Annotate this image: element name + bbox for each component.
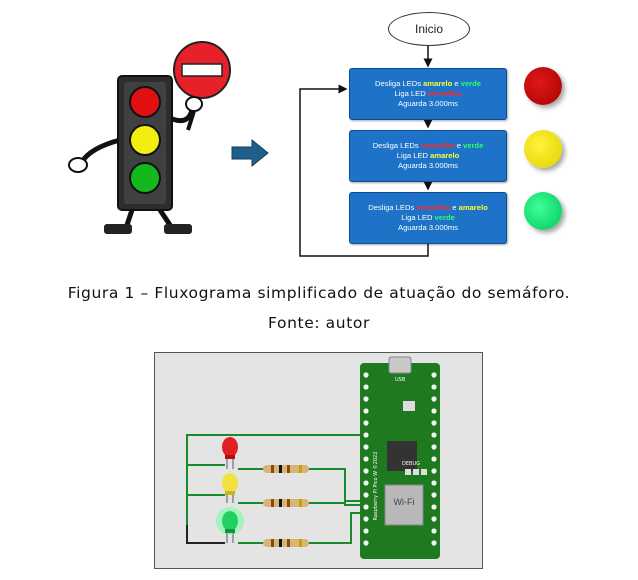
circuit-wiring [186, 356, 440, 559]
debug-label: DEBUG [402, 461, 420, 467]
board-name-label: Raspberry Pi Pico W ©2022 [373, 451, 379, 521]
flow-step-2: Desliga LEDs vermelho e verde Liga LED a… [349, 130, 507, 182]
green-light-indicator [524, 192, 562, 230]
led-red [222, 437, 238, 469]
figure-caption: Figura 1 – Fluxograma simplificado de at… [67, 284, 571, 302]
start-label: Inicio [414, 22, 443, 36]
step-2-line-2: Liga LED amarelo [396, 151, 460, 160]
red-light-indicator [524, 67, 562, 105]
led-green [216, 507, 244, 543]
circuit-simulation: Wi-Fi DEBUG USB Raspberry Pi Pico W ©202… [154, 352, 483, 569]
yellow-light-indicator [524, 130, 562, 168]
step-1-line-1: Desliga LEDs amarelo e verde [375, 79, 481, 88]
step-1-line-2: Liga LED vermelho [394, 89, 462, 98]
flowchart-start: Inicio [388, 12, 470, 46]
step-3-line-3: Aguarda 3.000ms [398, 223, 458, 232]
right-arrow-icon [231, 138, 269, 168]
step-2-line-1: Desliga LEDs vermelho e verde [372, 141, 484, 150]
pico-board [360, 356, 440, 559]
usb-label: USB [395, 377, 406, 383]
step-3-line-1: Desliga LEDs vermelho e amarelo [368, 203, 488, 212]
step-3-line-2: Liga LED verde [401, 213, 455, 222]
led-yellow [222, 473, 238, 503]
source-caption: Fonte: autor [268, 314, 370, 332]
wifi-label: Wi-Fi [393, 497, 415, 507]
step-1-line-3: Aguarda 3.000ms [398, 99, 458, 108]
traffic-light-illustration [68, 41, 231, 234]
flow-step-3: Desliga LEDs vermelho e amarelo Liga LED… [349, 192, 507, 244]
resistors [263, 465, 309, 547]
flow-step-1: Desliga LEDs amarelo e verde Liga LED ve… [349, 68, 507, 120]
step-2-line-3: Aguarda 3.000ms [398, 161, 458, 170]
